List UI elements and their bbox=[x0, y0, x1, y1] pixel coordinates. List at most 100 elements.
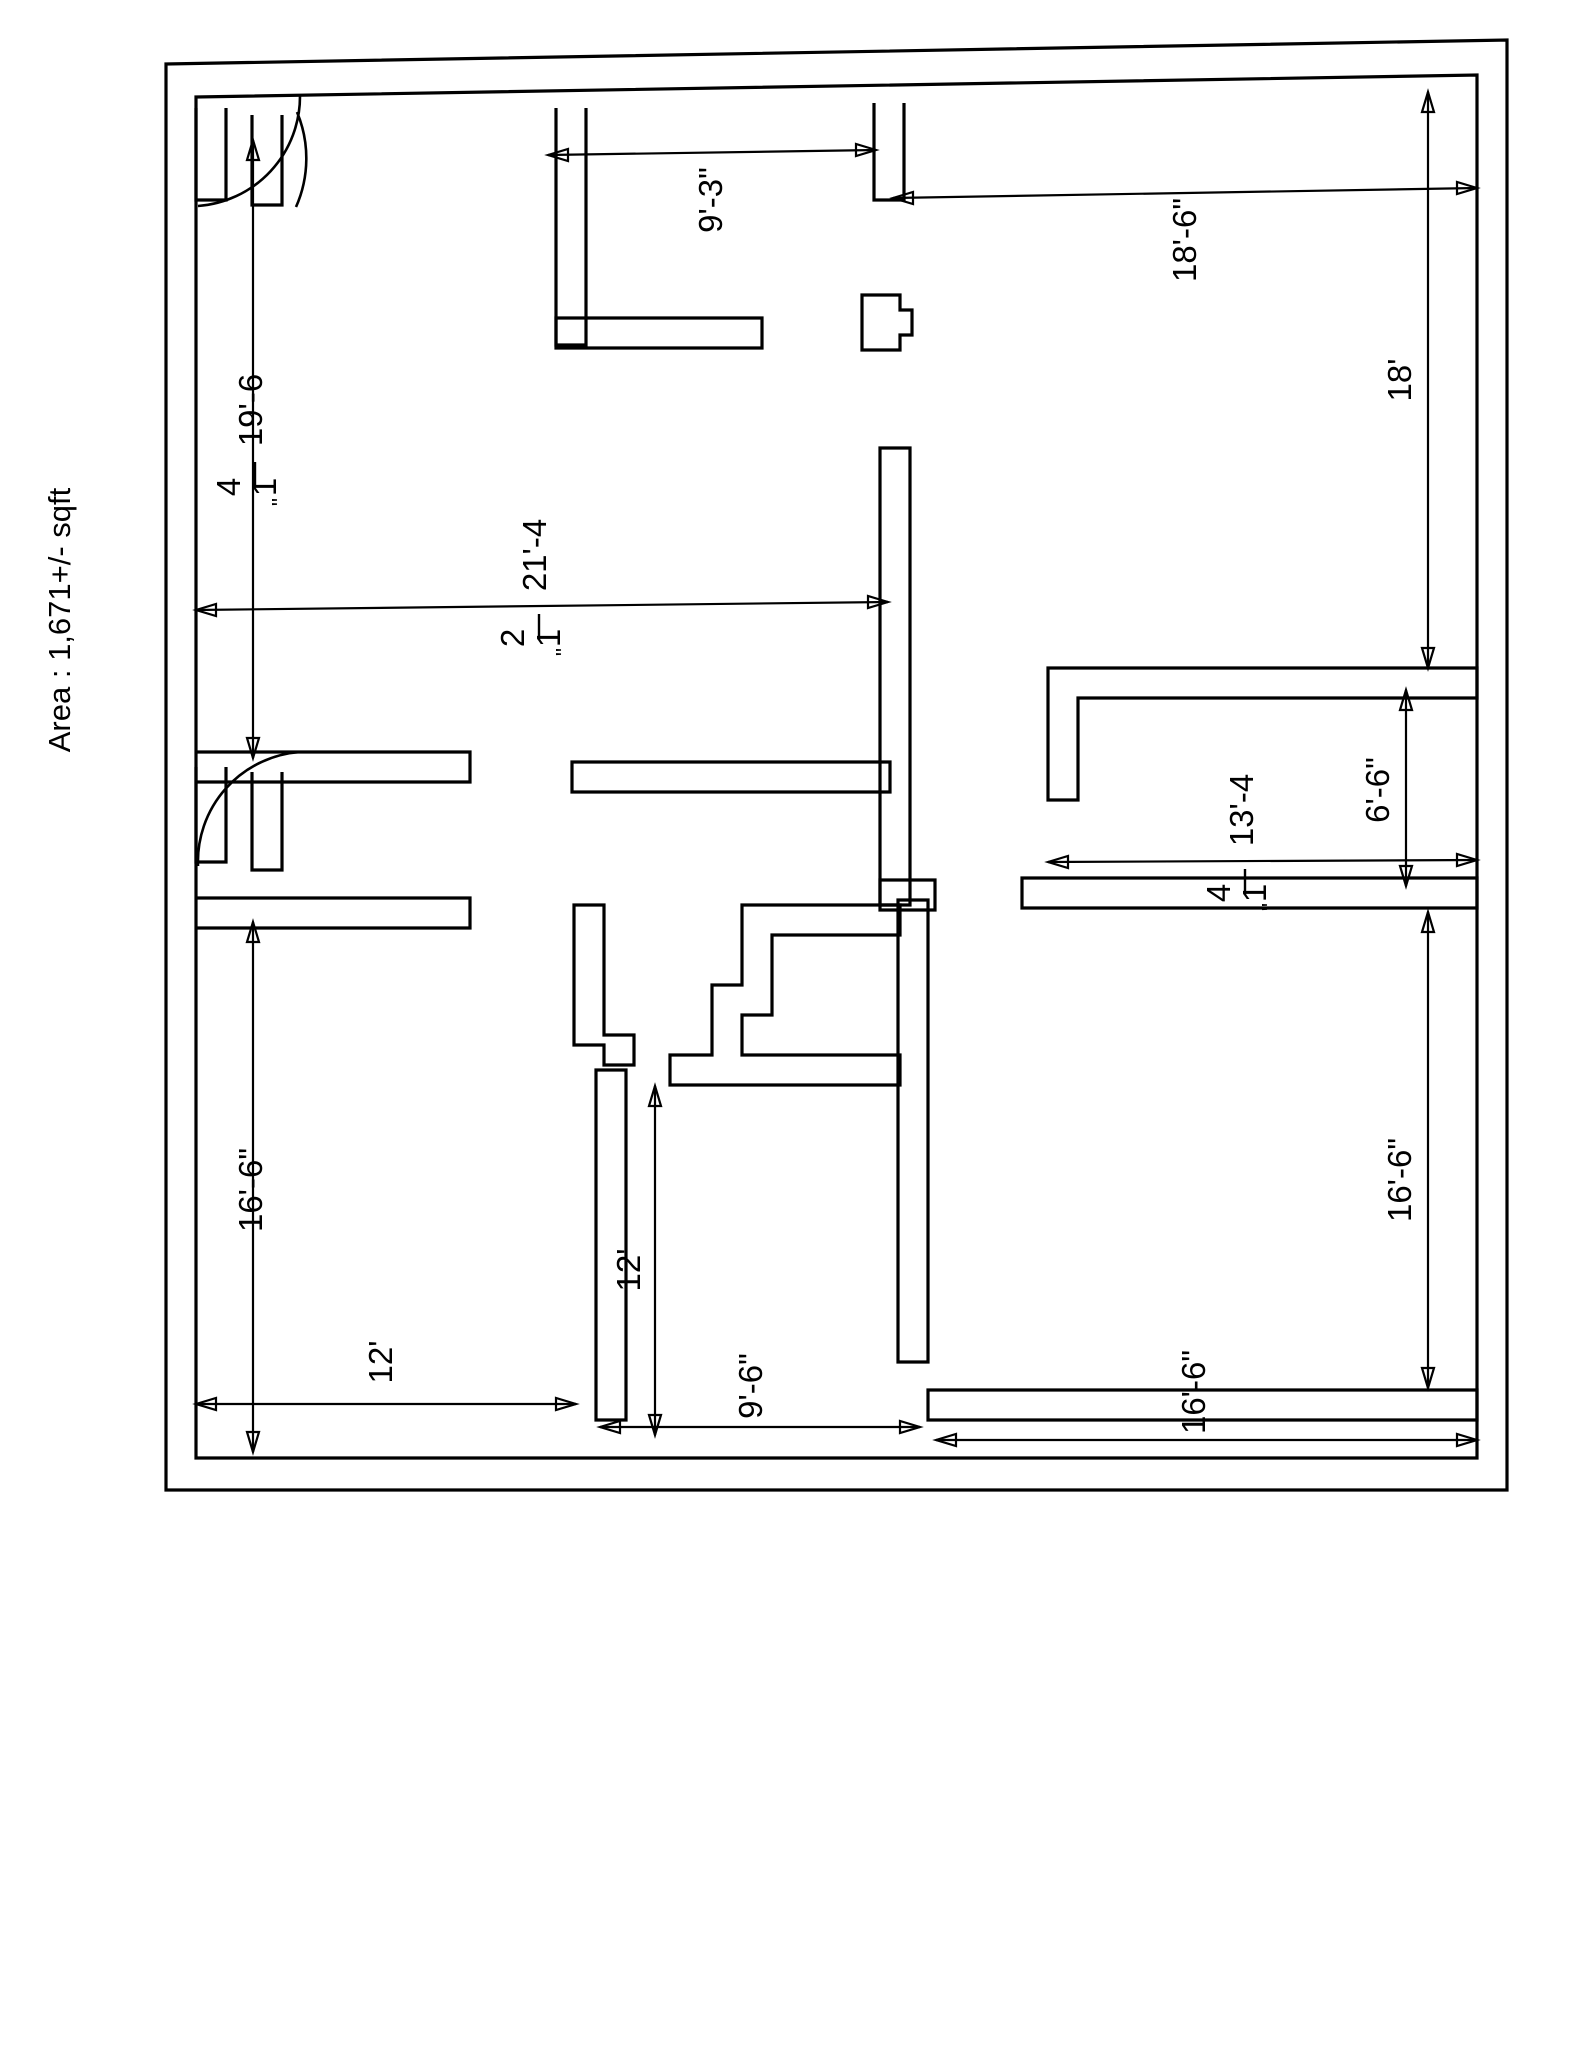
dim-arrow-19-6-top bbox=[245, 136, 261, 162]
dim-arrow-9-3-left bbox=[544, 147, 570, 163]
dimension-12-bottom-left: 12' bbox=[192, 1340, 580, 1412]
dim-arrow-16-6-left-bottom bbox=[245, 1430, 261, 1456]
dimension-16-6-left: 16'-6" bbox=[232, 918, 269, 1456]
dim-label-13-4-whole: 13'-4 bbox=[1223, 774, 1260, 846]
dimension-19-6-quarter: 19'-6 1 4 " bbox=[210, 136, 293, 762]
exterior-walls bbox=[164, 38, 1509, 1492]
dim-arrow-19-6-bottom bbox=[245, 736, 261, 762]
dim-line-9-3 bbox=[547, 148, 877, 157]
door-leaf-lower-left bbox=[250, 772, 284, 872]
center-partition-stepped bbox=[668, 903, 902, 1087]
dim-label-21-4-unit: " bbox=[551, 648, 577, 656]
dim-label-18-6-top: 18'-6" bbox=[1166, 198, 1203, 282]
dim-arrow-13-4-left bbox=[1044, 854, 1070, 870]
partition-left-upper-horizontal bbox=[196, 750, 472, 784]
dim-arrow-18-top bbox=[1420, 88, 1436, 114]
dimension-18-right: 18' bbox=[1381, 88, 1436, 672]
area-label: Area : 1,671+/- sqft bbox=[42, 487, 77, 752]
dim-line-13-4 bbox=[1047, 858, 1478, 864]
dim-arrow-12-mid-top bbox=[647, 1082, 663, 1108]
spine-wall-lower bbox=[896, 898, 930, 1364]
dim-arrow-18-bottom bbox=[1420, 646, 1436, 672]
left-partitions bbox=[196, 750, 892, 930]
dim-label-13-4-unit: " bbox=[1257, 903, 1283, 911]
dim-arrow-9-3-right bbox=[854, 142, 880, 158]
door-swing-arcs bbox=[196, 95, 302, 867]
dim-arrow-6-6-top bbox=[1398, 686, 1414, 712]
dim-label-19-6-denominator: 4 bbox=[210, 478, 247, 496]
dim-label-16-6-left: 16'-6" bbox=[232, 1148, 269, 1232]
dim-label-21-4-numerator: 1 bbox=[530, 629, 567, 647]
door-swing-arc-upper-left bbox=[294, 111, 308, 208]
door-group-lower-left bbox=[194, 767, 284, 872]
spine-wall-main bbox=[878, 446, 912, 907]
door-jamb-lower-left-a bbox=[194, 767, 228, 864]
partition-top-left-vertical bbox=[554, 108, 588, 347]
dim-label-21-4-whole: 21'-4 bbox=[516, 519, 553, 591]
dim-label-9-6: 9'-6" bbox=[732, 1353, 769, 1419]
dim-line-21-4 bbox=[195, 600, 889, 612]
door-group-upper-left bbox=[194, 108, 308, 208]
dim-label-16-6-bottom-right: 16'-6" bbox=[1175, 1350, 1212, 1434]
dim-arrow-9-6-right bbox=[898, 1419, 924, 1435]
partition-right-upper-L bbox=[1046, 666, 1479, 802]
partition-top-center-vertical bbox=[872, 103, 906, 202]
dim-label-21-4-denominator: 2 bbox=[494, 629, 531, 647]
central-spine-wall bbox=[878, 446, 937, 1364]
dimension-21-4-half: 21'-4 1 2 " bbox=[192, 519, 892, 656]
top-partitions bbox=[554, 103, 914, 352]
dim-label-19-6-unit: " bbox=[267, 498, 293, 506]
dim-arrow-13-4-right bbox=[1455, 852, 1481, 868]
dimension-9-3: 9'-3" bbox=[544, 142, 880, 233]
exterior-wall-inner bbox=[194, 73, 1479, 1460]
dim-label-19-6-whole: 19'-6 bbox=[232, 374, 269, 446]
dim-label-6-6: 6'-6" bbox=[1359, 757, 1396, 823]
dim-arrow-16-6-right-bottom bbox=[1420, 1366, 1436, 1392]
dimension-9-6-bottom: 9'-6" bbox=[596, 1353, 924, 1435]
dim-arrow-16-6-br-right bbox=[1455, 1432, 1481, 1448]
door-swing-arc-bottom bbox=[196, 750, 301, 867]
center-left-lower-wall bbox=[594, 1068, 628, 1422]
partition-right-bottom-horizontal bbox=[926, 1388, 1479, 1422]
dimension-16-6-bottom-right: 16'-6" bbox=[932, 1350, 1481, 1448]
dim-label-13-4-denominator: 4 bbox=[1200, 884, 1237, 902]
dim-arrow-9-6-left bbox=[596, 1419, 622, 1435]
dimension-18-6-top: 18'-6" bbox=[889, 180, 1481, 282]
door-swing-arc-top bbox=[197, 95, 302, 208]
dim-arrow-16-6-left-top bbox=[245, 918, 261, 944]
dim-label-13-4-numerator: 1 bbox=[1236, 884, 1273, 902]
partition-corridor-upper-stub bbox=[570, 760, 892, 794]
dim-label-16-6-right: 16'-6" bbox=[1381, 1138, 1418, 1222]
dim-label-12-mid: 12' bbox=[610, 1248, 647, 1291]
door-jamb-upper-left-a bbox=[194, 108, 228, 202]
chase-block-top-center bbox=[860, 293, 914, 352]
dim-arrow-12-bl-left bbox=[192, 1396, 218, 1412]
spine-wall-jog bbox=[878, 878, 937, 912]
dim-arrow-6-6-bottom bbox=[1398, 864, 1414, 890]
dimension-13-4-quarter: 13'-4 1 4 " bbox=[1044, 774, 1481, 911]
dim-arrow-16-6-br-left bbox=[932, 1432, 958, 1448]
dim-label-19-6-numerator: 1 bbox=[246, 478, 283, 496]
dim-label-18: 18' bbox=[1381, 358, 1418, 401]
dim-arrow-21-4-left bbox=[192, 602, 218, 618]
dim-arrow-21-4-right bbox=[866, 594, 892, 610]
dimension-16-6-right: 16'-6" bbox=[1381, 908, 1436, 1392]
partition-left-lower-horizontal bbox=[196, 896, 472, 930]
dim-arrow-12-mid-bottom bbox=[647, 1413, 663, 1439]
partition-right-horizontal bbox=[1020, 876, 1479, 910]
right-partitions bbox=[926, 666, 1479, 1422]
dimension-12-mid: 12' bbox=[610, 1082, 663, 1439]
dimension-6-6: 6'-6" bbox=[1359, 686, 1414, 890]
dim-label-12-bottom-left: 12' bbox=[362, 1340, 399, 1383]
dim-arrow-16-6-right-top bbox=[1420, 908, 1436, 934]
dim-arrow-18-6-right bbox=[1455, 180, 1481, 196]
dim-label-9-3: 9'-3" bbox=[692, 167, 729, 233]
partition-top-left-return bbox=[554, 316, 764, 350]
dim-arrow-12-bl-right bbox=[554, 1396, 580, 1412]
dim-line-18-6-top bbox=[892, 186, 1478, 200]
exterior-wall-outer bbox=[164, 38, 1509, 1492]
center-fixture-walls bbox=[572, 903, 902, 1422]
dim-arrow-18-6-left bbox=[889, 190, 915, 206]
